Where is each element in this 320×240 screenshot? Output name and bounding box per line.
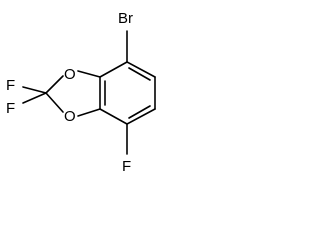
bond-c4-c5 xyxy=(99,108,128,125)
atom-label-o-top: O xyxy=(64,66,76,83)
bond-cf2-f-lower xyxy=(22,92,47,104)
double-bond-c1-c2 xyxy=(128,67,151,81)
bond-c5-o-bottom xyxy=(77,108,101,117)
structure-diagram: Br O O F F F xyxy=(6,10,156,175)
bond-c6-c1 xyxy=(99,61,128,78)
bond-o-top-cf2 xyxy=(45,75,64,94)
bond-c3-c4 xyxy=(126,108,156,125)
bond-c1-c2 xyxy=(126,61,156,78)
atom-label-br: Br xyxy=(118,10,133,27)
atom-label-f-gem-upper: F xyxy=(6,77,15,94)
atom-label-f-aryl: F xyxy=(122,158,131,175)
double-bond-c3-c4 xyxy=(128,105,151,119)
bond-cf2-f-upper xyxy=(22,86,47,94)
bond-c6-o-top xyxy=(77,70,101,78)
bond-o-bottom-cf2 xyxy=(45,92,64,113)
atom-label-f-gem-lower: F xyxy=(6,100,15,117)
atom-label-o-bottom: O xyxy=(64,108,76,125)
